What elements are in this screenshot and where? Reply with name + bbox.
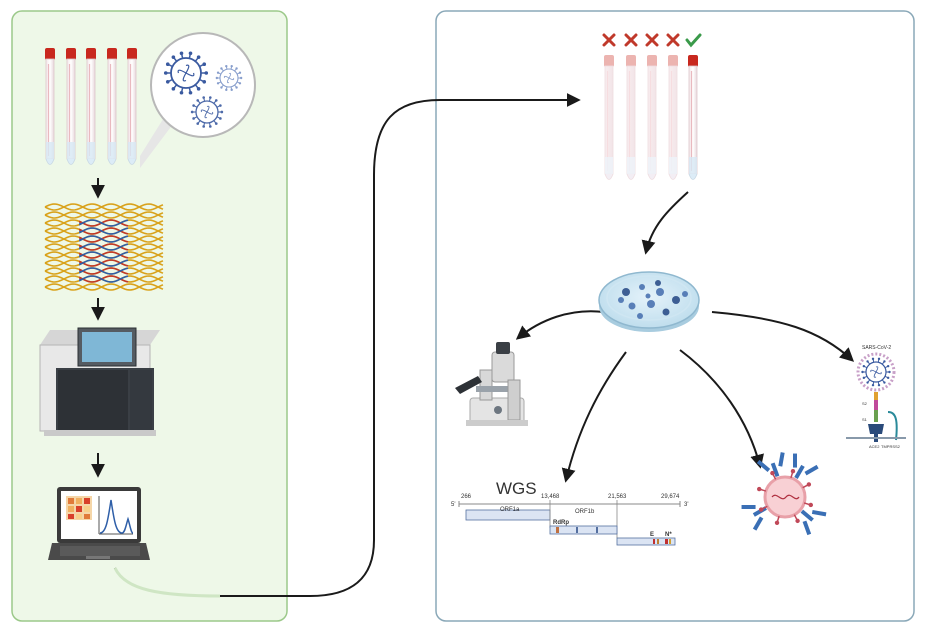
screen-results xyxy=(602,33,702,48)
position-266: 266 xyxy=(461,494,472,500)
cross-icon xyxy=(602,33,616,47)
cross-icon xyxy=(624,33,638,47)
antibody-icon xyxy=(800,509,827,536)
virus-icon xyxy=(163,51,209,95)
test-tube-icon xyxy=(86,48,96,165)
sequencer-machine-icon xyxy=(39,327,160,436)
wgs-title: WGS xyxy=(496,479,537,498)
right-flow-arrows xyxy=(515,191,855,483)
cross-icon xyxy=(666,33,680,47)
virus-icon xyxy=(190,96,224,128)
receptor-virus-label: SARS-CoV-2 xyxy=(862,345,891,351)
test-tube-icon xyxy=(107,48,117,165)
test-tube-icon xyxy=(604,55,614,180)
test-tube-icon xyxy=(45,48,55,165)
n-gene-label: N* xyxy=(665,532,672,538)
test-tube-icon xyxy=(647,55,657,180)
structural-genes-block xyxy=(616,537,676,546)
three-prime-label: 3' xyxy=(684,502,688,508)
position-13468: 13,468 xyxy=(541,494,560,500)
screened-tubes xyxy=(604,55,698,180)
orf1b-label: ORF1b xyxy=(575,509,595,515)
antibody-icon xyxy=(793,453,819,479)
test-tube-icon xyxy=(668,55,678,180)
genome-map: WGS 5' 3' 266 13,468 21,563 29,674 ORF1a… xyxy=(451,479,688,546)
test-tube-icon xyxy=(688,55,698,180)
test-tube-icon xyxy=(66,48,76,165)
antibody-icon xyxy=(756,452,785,478)
test-tube-icon xyxy=(127,48,137,165)
cross-icon xyxy=(645,33,659,47)
orf1b-block xyxy=(549,525,618,535)
position-21563: 21,563 xyxy=(608,494,627,500)
virus-icon xyxy=(215,64,243,92)
dna-strands-icon xyxy=(44,203,164,291)
virus-zoom-callout xyxy=(140,32,256,168)
laptop-icon xyxy=(48,487,150,560)
ace2-label: ACE2 xyxy=(869,444,880,449)
test-tube-icon xyxy=(626,55,636,180)
antibody-virus-icon xyxy=(741,452,827,536)
rdrp-label: RdRp xyxy=(553,520,569,526)
sample-tubes xyxy=(45,48,137,165)
petri-dish-icon xyxy=(598,271,700,332)
position-29674: 29,674 xyxy=(661,494,680,500)
s1-label: S1 xyxy=(862,417,868,422)
check-icon xyxy=(685,33,702,48)
ace2-receptor-icon: SARS-CoV-2 S2 S1 ACE2 TMPRSS2 xyxy=(846,345,906,449)
orf1a-label: ORF1a xyxy=(500,507,520,513)
e-gene-label: E xyxy=(650,532,654,538)
connector-fade xyxy=(113,567,221,598)
microscope-icon xyxy=(455,342,528,426)
tmprss2-label: TMPRSS2 xyxy=(881,444,901,449)
five-prime-label: 5' xyxy=(451,502,455,508)
virus-icon xyxy=(861,357,891,387)
sample-processing-panel xyxy=(11,10,288,622)
s2-label: S2 xyxy=(862,401,868,406)
